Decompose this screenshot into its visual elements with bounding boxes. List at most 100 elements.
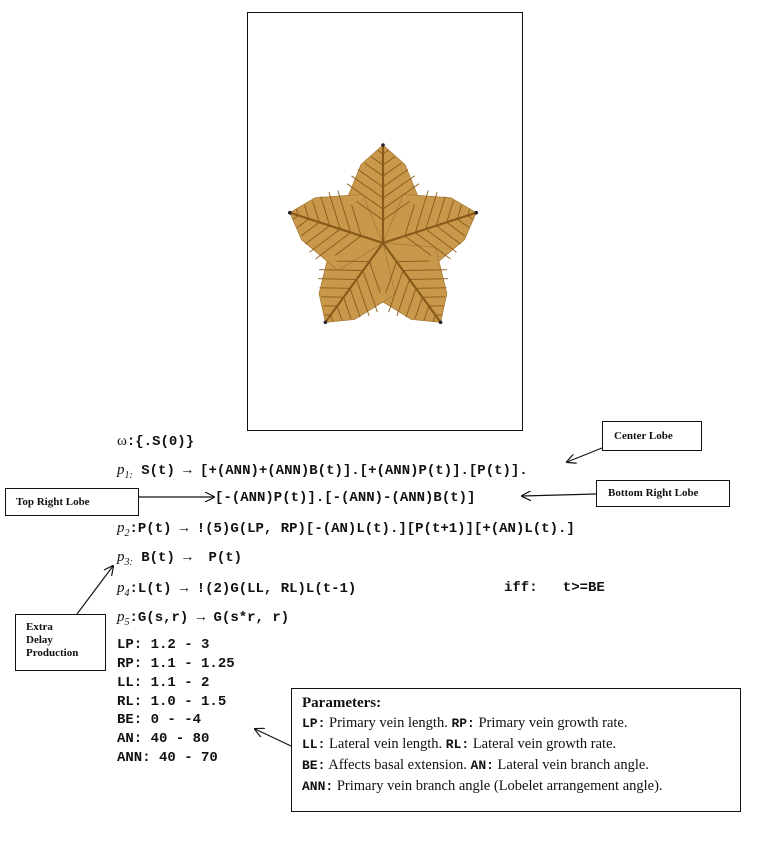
lateral-vein (467, 215, 474, 220)
lateral-vein (343, 297, 352, 319)
lateral-vein (382, 169, 409, 188)
center-lobe-label: Center Lobe (614, 430, 673, 442)
lateral-vein (446, 221, 466, 237)
primary-vein (289, 211, 384, 245)
production-p5: p5:G(s,r) → G(s*r, r) (117, 609, 289, 628)
p5-body: :G(s,r) → G(s*r, r) (129, 610, 290, 626)
lobe-tip (287, 210, 292, 215)
lateral-vein (456, 204, 462, 220)
extra-delay-label: Extra Delay Production (26, 621, 79, 659)
production-p3: p3: B(t) → P(t) (117, 549, 242, 568)
range-be: BE: 0 - -4 (117, 712, 202, 728)
lateral-vein (467, 209, 470, 216)
extra-delay-callout: Extra Delay Production (15, 614, 106, 671)
lateral-vein (364, 162, 384, 177)
param-row-ann: ANN: Primary vein branch angle (Lobelet … (302, 778, 663, 794)
lateral-vein (320, 196, 331, 226)
p4-body: :L(t) → !(2)G(LL, RL)L(t-1) (129, 581, 357, 597)
lateral-vein (336, 260, 370, 263)
axiom-line: ω:{.S(0)} (117, 433, 194, 450)
lateral-vein (296, 209, 299, 216)
primary-vein (324, 242, 384, 323)
lateral-vein (349, 288, 361, 318)
lateral-vein (405, 288, 417, 318)
lateral-vein (414, 190, 429, 233)
lateral-vein (435, 196, 446, 226)
parameters-legend: Parameters: LP: Primary vein length. RP:… (291, 688, 741, 812)
param-row-be-an: BE: Affects basal extension. AN: Lateral… (302, 757, 649, 773)
lateral-vein (396, 260, 430, 263)
leaf-lobes (287, 143, 479, 325)
lateral-vein (446, 200, 454, 223)
lateral-vein (337, 190, 352, 233)
production-p1-continued: [-(ANN)P(t)].[-(ANN)-(ANN)B(t)] (215, 490, 475, 506)
parameters-title: Parameters: (302, 695, 382, 711)
lateral-vein (382, 175, 415, 199)
lobe-tip (381, 143, 385, 147)
p4-condition: iff: t>=BE (504, 580, 605, 596)
top-right-lobe-callout: Top Right Lobe (5, 488, 139, 516)
range-ll: LL: 1.1 - 2 (117, 675, 210, 691)
lateral-vein (292, 215, 299, 220)
lateral-vein (432, 314, 436, 322)
lateral-vein (456, 218, 470, 229)
lateral-vein (356, 279, 370, 317)
lateral-vein (351, 204, 362, 237)
primary-vein (382, 211, 477, 245)
production-p4: p4:L(t) → !(2)G(LL, RL)L(t-1) (117, 580, 356, 599)
top-right-lobe-label: Top Right Lobe (16, 496, 90, 508)
omega-symbol: ω (117, 433, 127, 449)
p2-label: p2 (117, 520, 130, 539)
lateral-vein (435, 225, 461, 245)
p3-label: p3: (117, 549, 133, 568)
lateral-vein (409, 278, 449, 280)
lateral-vein (317, 278, 357, 280)
lateral-vein (423, 305, 430, 321)
lateral-vein (385, 261, 397, 293)
p1-label: p1: (117, 462, 133, 481)
p1-body-line2: [-(ANN)P(t)].[-(ANN)-(ANN)B(t)] (215, 490, 476, 506)
lateral-vein (300, 221, 320, 237)
bottom-right-lobe-label: Bottom Right Lobe (608, 487, 699, 499)
lateral-vein (330, 314, 334, 322)
p2-body: :P(t) → !(5)G(LP, RP)[-(AN)L(t).][P(t+1)… (129, 521, 575, 537)
lateral-vein (319, 269, 364, 271)
p3-body: B(t) → P(t) (132, 550, 243, 566)
lateral-vein (382, 149, 389, 155)
lobe-tip (474, 210, 479, 215)
lateral-vein (377, 149, 384, 155)
range-an: AN: 40 - 80 (117, 731, 210, 747)
lateral-vein (396, 279, 410, 317)
lobe-tip (323, 320, 328, 325)
p4-label: p4 (117, 580, 130, 599)
lateral-vein (404, 204, 415, 237)
lateral-vein (382, 156, 396, 166)
p5-label: p5 (117, 609, 130, 628)
primary-vein (382, 242, 442, 323)
lateral-vein (351, 175, 384, 199)
lateral-vein (334, 235, 362, 256)
lateral-vein (382, 200, 411, 221)
range-lp: LP: 1.2 - 3 (117, 637, 210, 653)
lateral-vein (304, 204, 310, 220)
range-rp: RP: 1.1 - 1.25 (117, 656, 235, 672)
center-lobe-callout: Center Lobe (602, 421, 702, 451)
lateral-vein (415, 232, 451, 260)
lateral-vein (404, 235, 432, 256)
production-p2: p2:P(t) → !(5)G(LP, RP)[-(AN)L(t).][P(t+… (117, 520, 575, 539)
lateral-vein (357, 169, 384, 188)
lateral-vein (328, 192, 341, 230)
range-rl: RL: 1.0 - 1.5 (117, 694, 227, 710)
lobe-tip (438, 320, 443, 325)
param-row-ll-rl: LL: Lateral vein length. RL: Lateral vei… (302, 736, 617, 752)
lateral-vein (370, 156, 384, 166)
lateral-vein (296, 218, 310, 229)
lateral-vein (425, 192, 438, 230)
lateral-vein (414, 297, 423, 319)
lateral-vein (319, 287, 351, 289)
lateral-vein (425, 228, 457, 253)
lateral-vein (309, 228, 341, 253)
lateral-vein (336, 305, 343, 321)
lateral-vein (312, 200, 320, 223)
